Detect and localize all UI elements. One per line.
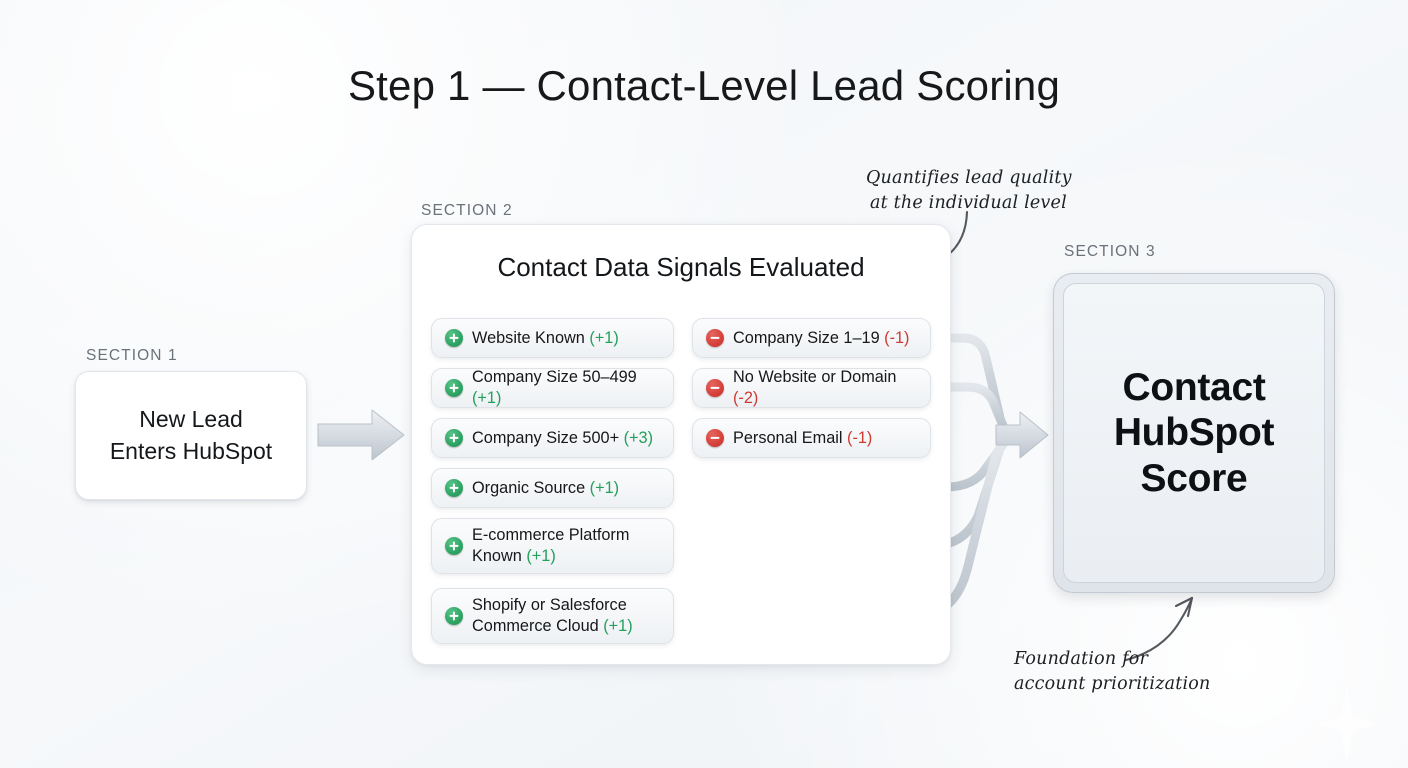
score-line-1: Contact xyxy=(1122,365,1266,409)
signal-points: (+1) xyxy=(526,547,556,565)
signal-label: Personal Email (-1) xyxy=(733,428,873,447)
arrow-right-icon xyxy=(317,409,405,461)
signal-points: (+1) xyxy=(472,389,502,407)
plus-circle-icon xyxy=(445,379,463,397)
score-card-inner: Contact HubSpot Score xyxy=(1063,283,1325,583)
plus-circle-icon xyxy=(445,537,463,555)
annotation-bottom-line-1: Foundation for xyxy=(1014,649,1149,669)
score-card-text: Contact HubSpot Score xyxy=(1113,365,1275,502)
signal-chip-personal-email[interactable]: Personal Email (-1) xyxy=(692,418,931,458)
signal-chip-website-known[interactable]: Website Known (+1) xyxy=(431,318,674,358)
signal-label: Organic Source (+1) xyxy=(472,478,620,497)
signal-label: Website Known (+1) xyxy=(472,328,619,347)
signal-label: E-commerce Platform Known (+1) xyxy=(472,526,630,565)
section-2-label: SECTION 2 xyxy=(421,202,513,219)
new-lead-line-1: New Lead xyxy=(139,405,243,432)
curved-arrow-up-right-icon xyxy=(1124,596,1194,662)
plus-circle-icon xyxy=(445,429,463,447)
signal-chip-company-size-500-plus[interactable]: Company Size 500+ (+3) xyxy=(431,418,674,458)
annotation-top-line-2: at the individual level xyxy=(870,192,1067,213)
annotation-bottom: Foundation for account prioritization xyxy=(1014,647,1211,697)
signal-chip-company-size-1-19[interactable]: Company Size 1–19 (-1) xyxy=(692,318,931,358)
signal-chip-company-size-50-499[interactable]: Company Size 50–499 (+1) xyxy=(431,368,674,408)
annotation-top: Quantifies lead quality at the individua… xyxy=(866,166,1072,216)
new-lead-card[interactable]: New Lead Enters HubSpot xyxy=(75,371,307,500)
signal-points: (-1) xyxy=(884,328,910,347)
signal-label: Company Size 500+ (+3) xyxy=(472,428,654,447)
signal-chip-no-website-or-domain[interactable]: No Website or Domain (-2) xyxy=(692,368,931,408)
signal-label: Shopify or Salesforce Commerce Cloud (+1… xyxy=(472,596,633,635)
signal-label: Company Size 1–19 (-1) xyxy=(733,328,910,347)
signal-points: (+1) xyxy=(589,328,619,347)
signal-label: Company Size 50–499 (+1) xyxy=(472,368,637,407)
new-lead-card-text: New Lead Enters HubSpot xyxy=(110,404,272,467)
signal-points: (+3) xyxy=(623,428,654,447)
section-1-label: SECTION 1 xyxy=(86,347,178,364)
section-3-label: SECTION 3 xyxy=(1064,243,1156,260)
signal-points: (-1) xyxy=(847,428,873,447)
new-lead-line-2: Enters HubSpot xyxy=(109,437,273,464)
signal-chip-organic-source[interactable]: Organic Source (+1) xyxy=(431,468,674,508)
minus-circle-icon xyxy=(706,329,724,347)
plus-circle-icon xyxy=(445,479,463,497)
contact-hubspot-score-card[interactable]: Contact HubSpot Score xyxy=(1053,273,1335,593)
score-line-2: HubSpot xyxy=(1113,411,1275,455)
signal-points: (+1) xyxy=(589,478,620,497)
signal-points: (-2) xyxy=(733,389,759,407)
minus-circle-icon xyxy=(706,379,724,397)
plus-circle-icon xyxy=(445,329,463,347)
panel-title: Contact Data Signals Evaluated xyxy=(497,252,865,282)
arrow-merge-right-icon xyxy=(995,411,1049,459)
score-line-3: Score xyxy=(1140,456,1248,500)
minus-circle-icon xyxy=(706,429,724,447)
page-title: Step 1 — Contact-Level Lead Scoring xyxy=(347,62,1061,109)
annotation-top-line-1: Quantifies lead quality xyxy=(866,168,1072,188)
annotation-bottom-line-2: account prioritization xyxy=(1014,673,1211,694)
signal-chip-ecommerce-platform-known[interactable]: E-commerce Platform Known (+1) xyxy=(431,518,674,574)
signal-points: (+1) xyxy=(603,617,633,635)
signal-chip-shopify-or-salesforce[interactable]: Shopify or Salesforce Commerce Cloud (+1… xyxy=(431,588,674,644)
signal-label: No Website or Domain (-2) xyxy=(733,368,897,407)
plus-circle-icon xyxy=(445,607,463,625)
